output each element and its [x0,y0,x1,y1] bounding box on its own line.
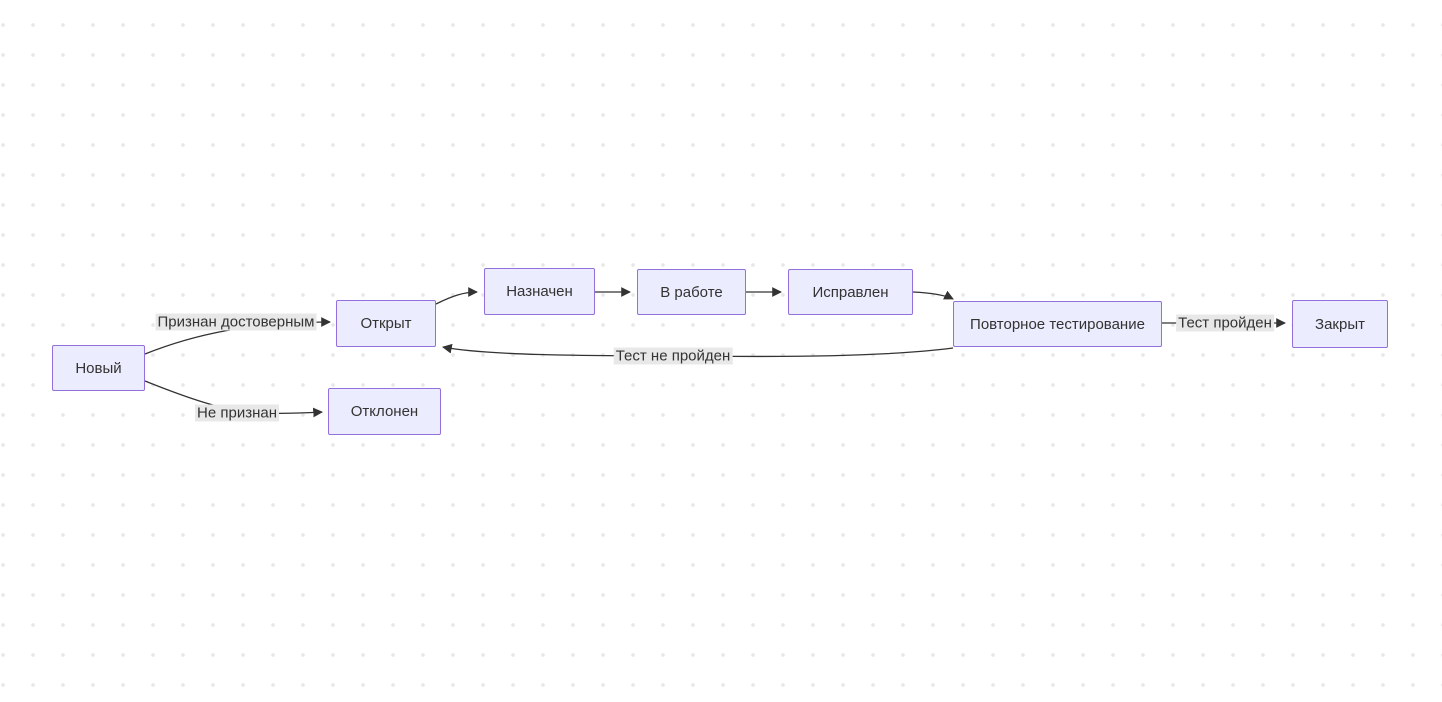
node-zakryt: Закрыт [1292,300,1388,348]
node-novyy: Новый [52,345,145,391]
node-ispravlen: Исправлен [788,269,913,315]
node-v-rabote-label: В работе [660,283,723,301]
node-ispravlen-label: Исправлен [812,283,889,301]
node-povtornoe-testirovanie-label: Повторное тестирование [970,315,1145,333]
edge-ispravlen-povtornoe [912,290,954,300]
edge-label-ne-priznan: Не признан [195,404,279,422]
node-naznachen-label: Назначен [506,283,573,300]
node-povtornoe-testirovanie: Повторное тестирование [953,301,1162,347]
node-zakryt-label: Закрыт [1315,315,1365,333]
edge-label-test-proyden: Тест пройден [1176,314,1274,332]
node-novyy-label: Новый [75,359,122,377]
edge-label-priznan-dostovernym: Признан достоверным [155,313,317,331]
node-naznachen: Назначен [484,268,595,315]
node-v-rabote: В работе [637,269,746,315]
node-otklonen: Отклонен [328,388,441,435]
node-otkryt: Открыт [336,300,436,347]
edge-otkryt-naznachen [435,287,478,305]
node-otklonen-label: Отклонен [350,403,419,420]
node-otkryt-label: Открыт [360,315,412,332]
edge-label-test-ne-proyden: Тест не пройден [613,347,733,365]
